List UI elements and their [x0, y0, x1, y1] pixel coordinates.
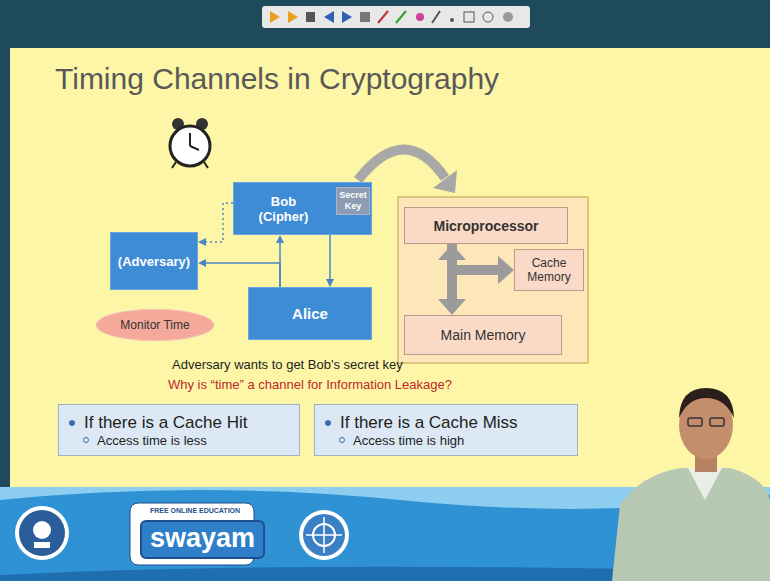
bullet-box: If there is a Cache HitAccess time is le…: [58, 404, 300, 456]
alice-box: Alice: [248, 287, 372, 340]
cipher-box: Bob (Cipher) Secret Key: [233, 182, 372, 235]
box-label: Bob (Cipher): [249, 194, 319, 224]
signal-arrow: [198, 259, 280, 287]
box-label: (Adversary): [118, 254, 190, 269]
box-label: Cache Memory: [515, 256, 583, 284]
box-sublabel: Access time is high: [353, 433, 464, 448]
box-label: Secret Key: [338, 190, 368, 212]
connector-line: [205, 203, 233, 242]
logo-tagline: FREE ONLINE EDUCATION: [150, 507, 240, 514]
box-label: Alice: [292, 305, 328, 322]
arrow-head: [198, 259, 206, 267]
sub-bullet-dot: [83, 437, 89, 443]
box-label: Main Memory: [441, 327, 526, 343]
arrow-head: [438, 299, 466, 315]
signal-arrow: [198, 203, 233, 246]
bullet-row: If there is a Cache Miss: [325, 413, 518, 433]
bullet-row: If there is a Cache Hit: [69, 413, 247, 433]
signal-arrow: [326, 235, 334, 287]
processor-box: Microprocessor: [404, 207, 568, 244]
cache-box: Cache Memory: [514, 249, 584, 291]
arrow-head: [276, 235, 284, 243]
sub-bullet-row: Access time is less: [69, 433, 207, 448]
nptel-emblem: [299, 510, 349, 560]
sub-bullet-row: Access time is high: [325, 433, 464, 448]
bullet-dot: [69, 420, 75, 426]
clock-icon: [170, 118, 210, 168]
box-label: Monitor Time: [120, 318, 189, 332]
box-label: If there is a Cache Hit: [84, 413, 247, 433]
connector-line: [329, 235, 331, 280]
left-edge: [0, 48, 10, 488]
connector-line: [452, 244, 499, 270]
institute-emblem: [15, 506, 69, 560]
toolbar: [262, 6, 530, 28]
caption-text: Adversary wants to get Bob's secret key: [172, 357, 403, 372]
curved-arrow: [358, 149, 457, 193]
logo-wordmark: swayam: [140, 520, 265, 559]
arrow-head: [198, 238, 206, 246]
sub-bullet-dot: [339, 437, 345, 443]
bullet-box: If there is a Cache MissAccess time is h…: [314, 404, 578, 456]
question-text: Why is “time” a channel for Information …: [168, 377, 452, 392]
box-label: Microprocessor: [433, 218, 538, 234]
box-label: If there is a Cache Miss: [340, 413, 518, 433]
ellipse-outline: [96, 309, 214, 340]
arrow-head: [498, 256, 514, 284]
slide-title: Timing Channels in Cryptography: [55, 62, 499, 96]
monitor-ellipse: Monitor Time: [95, 308, 215, 342]
box-sublabel: Access time is less: [97, 433, 207, 448]
connector-line: [205, 263, 280, 287]
system-box: [398, 197, 588, 363]
adversary-box: (Adversary): [110, 232, 198, 290]
bus-arrow: [452, 244, 514, 284]
presenter: [612, 388, 770, 581]
toolbar-icons: [270, 11, 513, 23]
key-box: Secret Key: [336, 187, 370, 215]
bullet-dot: [325, 420, 331, 426]
memory-box: Main Memory: [404, 315, 562, 355]
top-band: [0, 0, 770, 48]
arrow-head: [326, 279, 334, 287]
